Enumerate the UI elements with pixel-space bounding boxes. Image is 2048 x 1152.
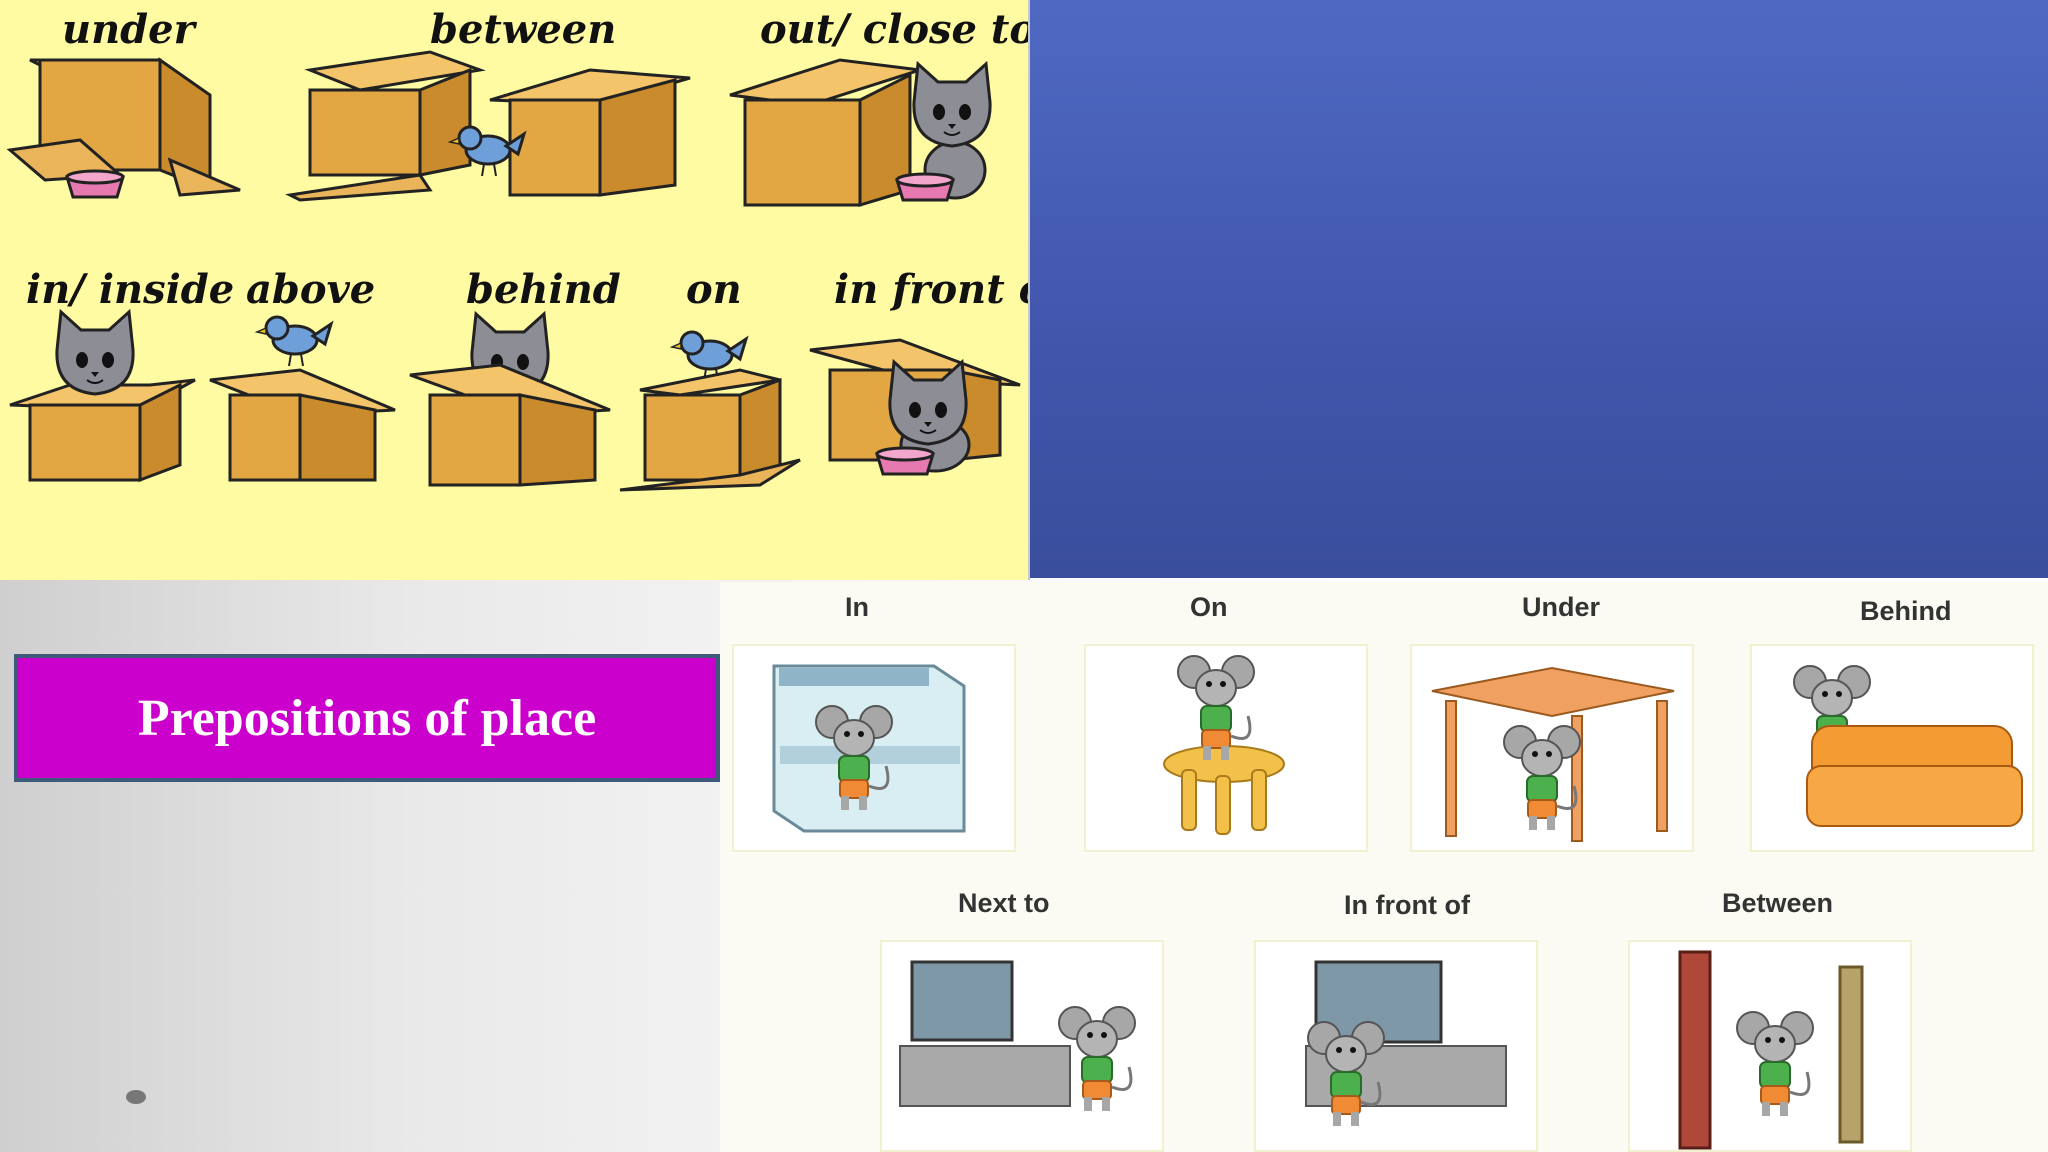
label-out-close-to: out/ close to [760,6,1037,53]
bullet-dot [126,1090,146,1104]
mouse-prepositions-illustration: In On Under Behind Next to In front of B… [720,582,2048,1152]
card-on [1084,644,1368,852]
label-behind: Behind [1860,596,1952,626]
card-in-front-of [1254,940,1538,1152]
label-on: on [686,266,742,313]
card-between [1628,940,1912,1152]
label-under: Under [1522,592,1601,622]
card-behind [1750,644,2034,852]
label-on: On [1190,592,1228,622]
panel-divider [1028,0,1030,580]
label-between: Between [1722,888,1834,918]
label-in: In [845,592,869,622]
page-title: Prepositions of place [137,689,597,747]
label-under: under [62,6,195,53]
label-between: between [430,6,617,53]
boxes-drawing [6,50,1021,492]
blue-panel [1030,0,2048,578]
label-in-front-of: In front of [1344,890,1470,920]
title-banner: Prepositions of place [14,654,720,782]
card-in [732,644,1016,852]
label-in-front-of: in front of [834,266,1063,313]
card-next-to [880,940,1164,1152]
label-behind: behind [466,266,621,313]
card-under [1410,644,1694,852]
label-in-inside: in/ inside [26,266,235,313]
label-above: above [246,266,376,313]
prepositions-cats-illustration: under between out/ close to in/ inside a… [0,0,1063,580]
label-next-to: Next to [958,888,1050,918]
